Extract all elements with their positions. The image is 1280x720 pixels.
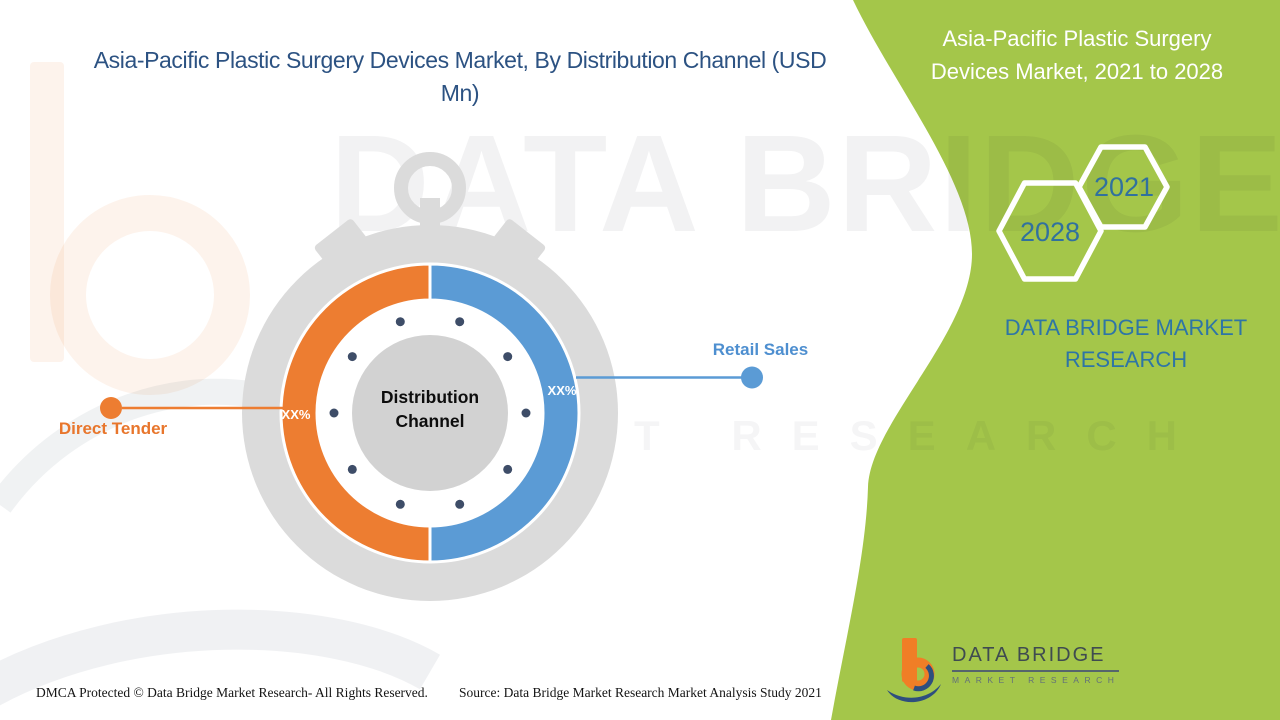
year-label-2021: 2021 (1093, 172, 1155, 202)
segment-label-retail-sales: Retail Sales (712, 340, 809, 359)
brand-text: DATA BRIDGE MARKET RESEARCH (1004, 315, 1248, 372)
segment-label-direct-tender: Direct Tender (58, 419, 168, 438)
footer-source-text: Source: Data Bridge Market Research Mark… (459, 685, 822, 700)
year-hexagons (996, 144, 1170, 282)
chart-title-line2: Mn) (440, 80, 480, 107)
chart-title: Asia-Pacific Plastic Surgery Devices Mar… (20, 44, 900, 111)
watermark-b-bowl (50, 195, 250, 395)
center-disc (352, 335, 508, 491)
callout-dot-direct-tender (100, 397, 122, 419)
tick-dots (329, 317, 531, 509)
watermark-b-stem (30, 62, 64, 362)
donut-center-label: Distribution Channel (380, 387, 480, 431)
watermark-swoosh-gray (0, 609, 441, 706)
logo-subname: MARKET RESEARCH (952, 675, 1120, 685)
hexagon-2028 (996, 180, 1104, 282)
value-label-direct-tender: XX% (281, 407, 311, 422)
hexagon-2021 (1076, 144, 1170, 230)
logo-name: DATA BRIDGE (952, 644, 1120, 672)
databridge-logo: DATA BRIDGE MARKET RESEARCH (886, 636, 1120, 706)
side-panel-title: Asia-Pacific Plastic Surgery Devices Mar… (930, 26, 1224, 84)
chart-title-line1: Asia-Pacific Plastic Surgery Devices Mar… (93, 47, 827, 73)
year-label-2028: 2028 (1019, 217, 1081, 247)
databridge-logo-icon (887, 638, 941, 703)
value-label-retail-sales: XX% (547, 383, 577, 398)
databridge-logo-text: DATA BRIDGE MARKET RESEARCH (952, 636, 1120, 685)
callout-dot-retail-sales (741, 366, 763, 389)
side-panel-shape (831, 0, 1280, 720)
footer-dmca-text: DMCA Protected © Data Bridge Market Rese… (36, 685, 428, 700)
